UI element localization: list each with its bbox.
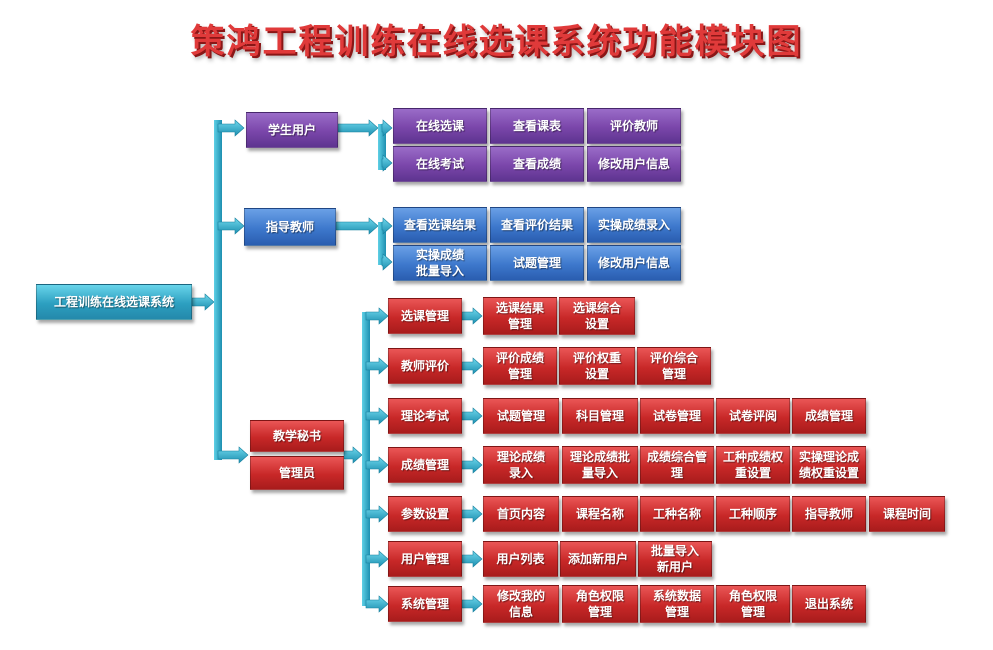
teacher-item: 实操成绩 批量导入: [393, 245, 487, 281]
grade-management-to-items-arrow: [461, 456, 483, 474]
student-item: 修改用户信息: [587, 146, 681, 182]
student-arrow: [217, 119, 245, 137]
user-management-item: 添加新用户: [560, 541, 636, 577]
student-item: 查看课表: [490, 108, 584, 144]
grade-management-box: 成绩管理: [388, 447, 462, 483]
course-selection-item: 选课结果 管理: [483, 297, 557, 335]
teacher-item: 试题管理: [490, 245, 584, 281]
parameter-settings-item: 工种顺序: [716, 496, 790, 532]
admin-bar: [362, 312, 370, 606]
theory-exam-item: 试卷评阅: [716, 398, 790, 434]
user-management-to-items-arrow: [461, 550, 483, 568]
grade-management-item: 实操理论成 绩权重设置: [792, 446, 866, 484]
student-to-items-arrow: [337, 119, 379, 137]
user-management-arrow: [365, 550, 389, 568]
theory-exam-to-items-arrow: [461, 407, 483, 425]
student-item: 在线选课: [393, 108, 487, 144]
theory-exam-item: 试题管理: [483, 398, 559, 434]
system-management-item: 角色权限 管理: [716, 585, 790, 623]
teacher-evaluation-item: 评价权重 设置: [559, 347, 635, 385]
course-selection-item: 选课综合 设置: [559, 297, 635, 335]
system-management-item: 角色权限 管理: [562, 585, 638, 623]
theory-exam-item: 成绩管理: [792, 398, 866, 434]
system-management-arrow: [365, 595, 389, 613]
system-management-box: 系统管理: [388, 586, 462, 622]
teacher-item: 修改用户信息: [587, 245, 681, 281]
student-row2-arrow: [381, 154, 393, 172]
teacher-box: 指导教师: [244, 208, 336, 246]
teacher-bar: [378, 222, 386, 265]
parameter-settings-item: 课程名称: [562, 496, 638, 532]
user-management-item: 用户列表: [483, 541, 558, 577]
parameter-settings-item: 首页内容: [483, 496, 559, 532]
course-selection-arrow: [365, 307, 389, 325]
admin-to-groups-arrow: [343, 446, 363, 464]
course-selection-to-items-arrow: [461, 307, 483, 325]
student-row1-arrow: [381, 119, 393, 137]
root-arrow: [191, 293, 215, 311]
teacher-evaluation-to-items-arrow: [461, 357, 483, 375]
system-management-item: 修改我的 信息: [483, 585, 559, 623]
grade-management-item: 理论成绩批 量导入: [562, 446, 638, 484]
student-user-box: 学生用户: [246, 112, 338, 148]
parameter-settings-item: 工种名称: [640, 496, 714, 532]
teacher-row1-arrow: [381, 217, 393, 235]
grade-management-item: 理论成绩 录入: [483, 446, 559, 484]
teacher-item: 查看评价结果: [490, 207, 584, 243]
student-item: 在线考试: [393, 146, 487, 182]
parameter-settings-arrow: [365, 505, 389, 523]
parameter-settings-item: 指导教师: [792, 496, 866, 532]
teacher-evaluation-item: 评价成绩 管理: [483, 347, 557, 385]
teacher-evaluation-arrow: [365, 357, 389, 375]
parameter-settings-item: 课程时间: [869, 496, 945, 532]
student-item: 评价教师: [587, 108, 681, 144]
grade-management-item: 工种成绩权 重设置: [716, 446, 790, 484]
teacher-evaluation-box: 教师评价: [388, 348, 462, 384]
root-system-box: 工程训练在线选课系统: [36, 284, 192, 320]
theory-exam-item: 试卷管理: [640, 398, 714, 434]
grade-management-arrow: [365, 456, 389, 474]
admin-arrow: [217, 446, 249, 464]
teacher-item: 实操成绩录入: [587, 207, 681, 243]
user-management-item: 批量导入 新用户: [638, 541, 712, 577]
teaching-secretary-box: 教学秘书: [250, 420, 344, 452]
system-management-to-items-arrow: [461, 595, 483, 613]
teacher-item: 查看选课结果: [393, 207, 487, 243]
administrator-box: 管理员: [250, 456, 344, 490]
teacher-evaluation-item: 评价综合 管理: [637, 347, 711, 385]
student-bar: [378, 124, 386, 170]
system-management-item: 退出系统: [792, 585, 866, 623]
parameter-settings-to-items-arrow: [461, 505, 483, 523]
theory-exam-box: 理论考试: [388, 398, 462, 434]
main-trunk: [214, 120, 222, 460]
theory-exam-item: 科目管理: [562, 398, 638, 434]
teacher-row2-arrow: [381, 253, 393, 271]
grade-management-item: 成绩综合管 理: [640, 446, 714, 484]
teacher-arrow: [217, 217, 245, 235]
teacher-to-items-arrow: [335, 217, 379, 235]
parameter-settings-box: 参数设置: [388, 496, 462, 532]
theory-exam-arrow: [365, 407, 389, 425]
student-item: 查看成绩: [490, 146, 584, 182]
user-management-box: 用户管理: [388, 541, 462, 577]
system-management-item: 系统数据 管理: [640, 585, 714, 623]
course-selection-box: 选课管理: [388, 298, 462, 334]
diagram-title: 策鸿工程训练在线选课系统功能模块图: [190, 22, 803, 62]
